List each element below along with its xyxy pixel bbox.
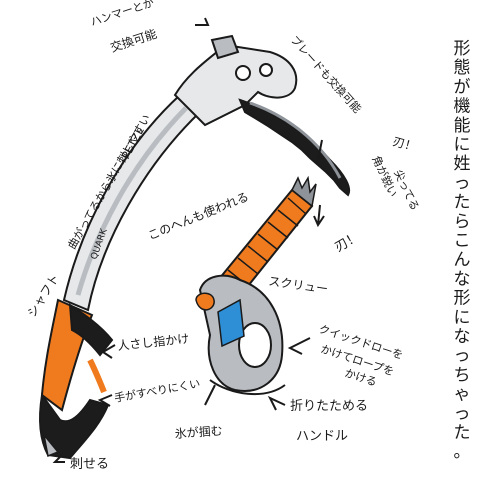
vertical-title-char: 機 (454, 97, 471, 117)
label-fold-2: ハンドル (296, 429, 348, 444)
vertical-title-char: に (454, 308, 471, 328)
vertical-title-char: な (454, 327, 471, 347)
axe-hammer (210, 34, 240, 60)
vertical-title-char: 態 (454, 58, 471, 78)
vertical-title-char: ら (454, 212, 471, 232)
label-fold-1: 折りたためる (290, 399, 368, 414)
label-hammer-2: 交換可能 (108, 26, 158, 55)
vertical-title-char: っ (454, 404, 471, 424)
vertical-title-char: た (454, 423, 471, 443)
arrow-fold (267, 395, 286, 411)
screw-handle-fold (209, 379, 286, 396)
label-hammer-1: ハンマーとか (89, 0, 156, 29)
axe-shaft-shade (75, 106, 188, 296)
label-this-too: このへんも使われる (146, 189, 251, 243)
vertical-title-char: が (454, 77, 471, 97)
arrow-ice-grip (204, 384, 216, 406)
screw-teeth (291, 175, 317, 208)
ice-axe-icon: PETZL QUARK (39, 34, 350, 460)
axe-pick-edge (249, 101, 342, 179)
axe-spike (43, 434, 60, 458)
screw-blue-part (217, 298, 245, 348)
vertical-title-char: ゃ (454, 385, 471, 405)
annotation-arrows (52, 17, 325, 463)
vertical-title-char: っ (454, 346, 471, 366)
screw-end-cap (195, 292, 215, 311)
axe-trigger (68, 303, 114, 357)
label-blade-swap: ブレードも交換可能 (288, 33, 365, 116)
vertical-title-char: に (454, 135, 471, 155)
label-ice-grip: 氷が掴む (174, 423, 223, 441)
vertical-title-char: な (454, 269, 471, 289)
label-blade-edge: 刃！ (391, 134, 418, 154)
label-slip: 手がすべりにくい (113, 376, 201, 405)
axe-pommel (39, 392, 110, 460)
arrow-blade-edge (317, 139, 323, 161)
vertical-title-char: 。 (454, 442, 471, 462)
label-finger: 人さし指かけ (117, 331, 190, 353)
vertical-title-char: っ (454, 173, 471, 193)
arrow-blade-2 (313, 204, 325, 228)
vertical-title-char: た (454, 193, 471, 213)
vertical-title-char: ち (454, 365, 471, 385)
vertical-title-char: ん (454, 250, 471, 270)
vertical-title-char: 姓 (454, 154, 471, 174)
vertical-title-char: 形 (454, 39, 471, 59)
arrow-quickdraw (287, 337, 311, 355)
vertical-title-char: 能 (454, 116, 471, 136)
axe-head (173, 43, 298, 127)
arrow-hammer (195, 17, 210, 26)
axe-hole-1 (235, 65, 251, 81)
axe-hole-2 (259, 63, 273, 77)
vertical-title-char: 形 (454, 289, 471, 309)
arrow-slip (97, 394, 113, 407)
screw-hanger-hole (238, 322, 272, 368)
arrow-pick (52, 454, 65, 463)
label-blade-2: 刃！ (333, 229, 363, 255)
arrow-finger (101, 344, 116, 359)
ice-screw-icon (195, 175, 317, 396)
label-pick: 刺せる (70, 457, 109, 472)
label-screw: スクリュー (268, 274, 329, 296)
axe-finger-rest (87, 358, 107, 394)
vertical-title-char: こ (454, 231, 471, 251)
axe-pick (238, 98, 350, 197)
